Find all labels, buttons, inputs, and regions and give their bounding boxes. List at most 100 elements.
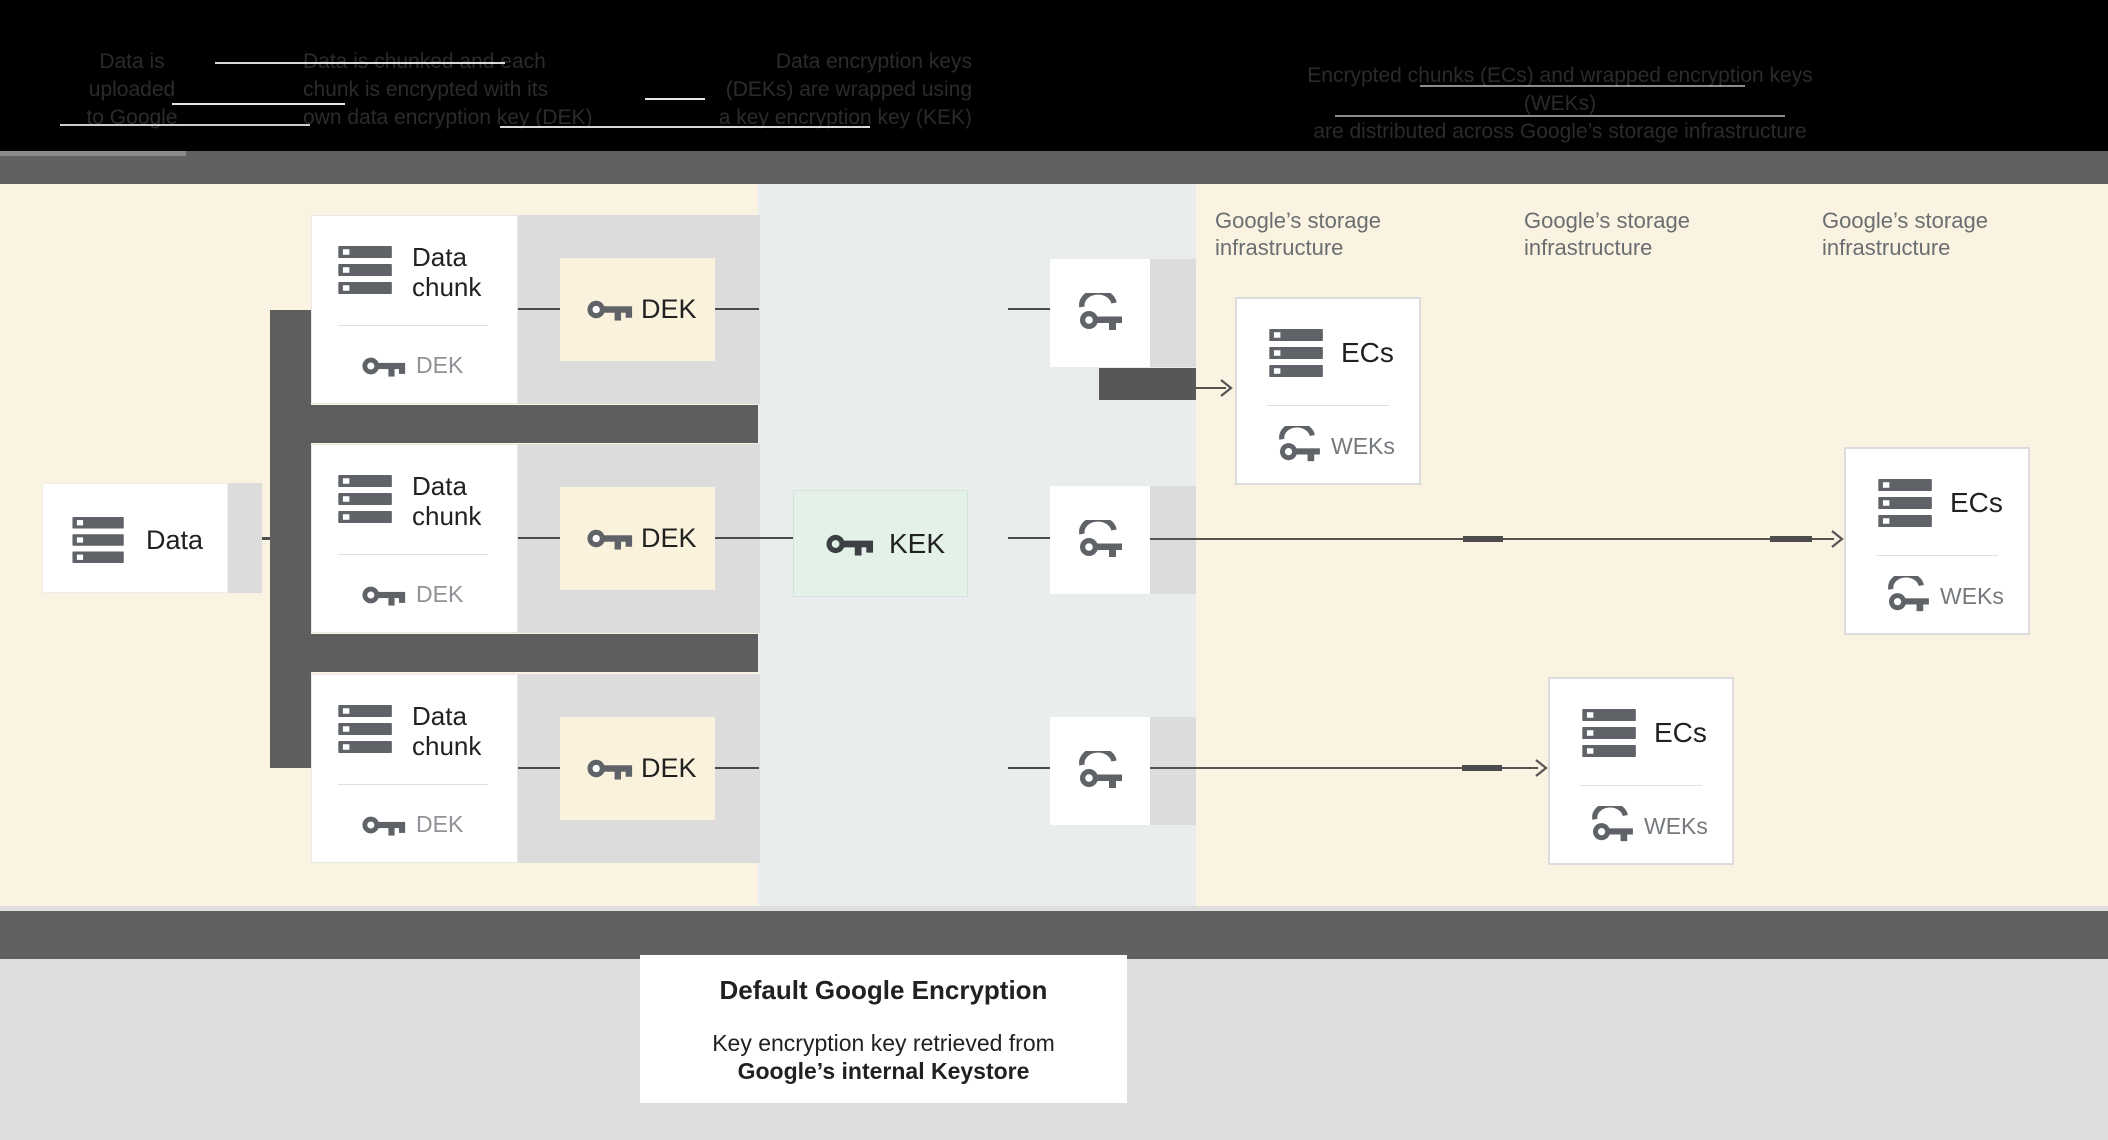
row1-thick-connector-bar: [1099, 368, 1196, 400]
kek-box: KEK: [793, 490, 968, 597]
row1-stub-to-key-line: [1008, 308, 1050, 310]
ecs-box-weks-label: WEKs: [1940, 583, 2004, 609]
wrapped-key-icon: [1077, 751, 1123, 791]
row3-arrow-dash: [1462, 765, 1502, 771]
card-divider: [1580, 785, 1702, 786]
caption-body-line: Google’s internal Keystore: [737, 1058, 1030, 1084]
chunk-card-dek-label: DEK: [416, 811, 464, 837]
row1-arrow-line: [1196, 387, 1226, 389]
chunk-card-title-line: Data: [412, 242, 467, 272]
row2-dek-to-kek-line: [715, 537, 793, 539]
server-icon: [1582, 709, 1638, 757]
dek-box: DEK: [560, 258, 715, 361]
row1-card-to-dek-line: [518, 308, 560, 310]
chunk-card-dek-label: DEK: [416, 352, 464, 378]
header-step-3-line: a key encryption key (KEK): [718, 106, 972, 129]
header-step-4-line: Encrypted chunks (ECs) and wrapped encry…: [1307, 64, 1813, 115]
header-artifact-line: [215, 62, 505, 64]
storage-zone-label-line: infrastructure: [1822, 235, 1951, 260]
storage-zone-label-line: Google’s storage: [1822, 208, 1988, 233]
header-step-2-line: own data encryption key (DEK): [303, 106, 593, 129]
key-icon: [587, 756, 633, 781]
chunk-card-title-line: chunk: [412, 731, 482, 761]
bottom-gray-band: [0, 911, 2108, 959]
header-step-2: Data is chunked and each chunk is encryp…: [303, 48, 603, 132]
chunk-card-title-line: Data: [412, 701, 467, 731]
wrapped-key-icon: [1590, 806, 1634, 844]
header-step-4-line: are distributed across Google’s storage …: [1313, 120, 1807, 143]
header-step-4: Encrypted chunks (ECs) and wrapped encry…: [1300, 62, 1820, 146]
server-icon: [1878, 479, 1934, 527]
row3-arrowhead-icon: [1534, 758, 1548, 778]
row3-card-to-dek-line: [518, 767, 560, 769]
wrapped-key-icon: [1077, 293, 1123, 333]
wrapped-key-echo: [1150, 486, 1196, 594]
dek-box-label: DEK: [641, 753, 697, 783]
server-icon: [1269, 329, 1325, 377]
ecs-box: ECs WEKs: [1235, 297, 1421, 485]
server-icon: [338, 705, 394, 753]
key-icon: [362, 813, 406, 837]
wrapped-key-icon: [1886, 576, 1930, 614]
chunk-card-title-line: chunk: [412, 501, 482, 531]
header-step-3-line: (DEKs) are wrapped using: [725, 78, 972, 101]
key-icon: [587, 297, 633, 322]
storage-zone-label: Google’s storage infrastructure: [1215, 207, 1381, 261]
key-icon: [362, 583, 406, 607]
server-icon: [338, 246, 394, 294]
header-artifact-line: [1420, 85, 1745, 87]
row2-arrowhead-icon: [1830, 529, 1844, 549]
ecs-box-title: ECs: [1654, 717, 1707, 748]
row2-arrow-dash: [1463, 536, 1503, 542]
dek-box: DEK: [560, 717, 715, 820]
header-step-1-line: uploaded: [88, 78, 176, 101]
row3-stub-to-key-line: [1008, 767, 1050, 769]
dek-box-label: DEK: [641, 294, 697, 324]
header-step-3: Data encryption keys (DEKs) are wrapped …: [700, 48, 972, 132]
ecs-box: ECs WEKs: [1844, 447, 2030, 635]
card-divider: [1267, 405, 1389, 406]
row1-arrowhead-icon: [1219, 378, 1233, 398]
key-icon: [826, 531, 874, 557]
chunker-vertical-bar: [270, 310, 311, 768]
chunker-horizontal-bar-1: [270, 405, 758, 443]
key-icon: [362, 354, 406, 378]
storage-zone-label-line: infrastructure: [1215, 235, 1344, 260]
caption-body-line: Key encryption key retrieved from: [712, 1030, 1055, 1056]
wrapped-key-icon: [1277, 426, 1321, 464]
wrapped-key-echo: [1150, 259, 1196, 367]
server-icon: [338, 475, 394, 523]
header-step-2-line: Data is chunked and each: [303, 50, 546, 73]
wrapped-key-box: [1050, 259, 1150, 367]
storage-zone-label: Google’s storage infrastructure: [1822, 207, 1988, 261]
storage-zone-label-line: Google’s storage: [1524, 208, 1690, 233]
storage-zone-label-line: Google’s storage: [1215, 208, 1381, 233]
server-icon: [69, 517, 129, 563]
wrapped-key-box: [1050, 486, 1150, 594]
header-artifact-line: [500, 126, 870, 128]
row3-arrow-line: [1150, 767, 1538, 769]
row2-card-to-dek-line: [518, 537, 560, 539]
card-divider: [338, 784, 488, 785]
card-divider: [1876, 555, 1998, 556]
chunk-card-title-line: Data: [412, 471, 467, 501]
data-chunk-card: Data chunk DEK: [311, 674, 518, 863]
top-gray-band: [0, 151, 2108, 184]
row2-arrow-dash: [1770, 536, 1812, 542]
wrapped-key-echo: [1150, 717, 1196, 825]
header-artifact-line: [645, 98, 705, 100]
row1-dek-to-panel-line: [715, 308, 759, 310]
data-box-echo: [228, 483, 262, 593]
header-step-3-line: Data encryption keys: [775, 50, 972, 73]
header-step-2-line: chunk is encrypted with its: [303, 78, 549, 101]
chunk-card-title: Data chunk: [412, 471, 481, 531]
data-chunk-card: Data chunk DEK: [311, 444, 518, 633]
chunk-card-title-line: chunk: [412, 272, 482, 302]
header-artifact-line: [1335, 115, 1785, 117]
ecs-box-title: ECs: [1341, 337, 1394, 368]
ecs-box-weks-label: WEKs: [1644, 813, 1708, 839]
ecs-box: ECs WEKs: [1548, 677, 1734, 865]
storage-zone-label: Google’s storage infrastructure: [1524, 207, 1690, 261]
data-chunk-card: Data chunk DEK: [311, 215, 518, 404]
